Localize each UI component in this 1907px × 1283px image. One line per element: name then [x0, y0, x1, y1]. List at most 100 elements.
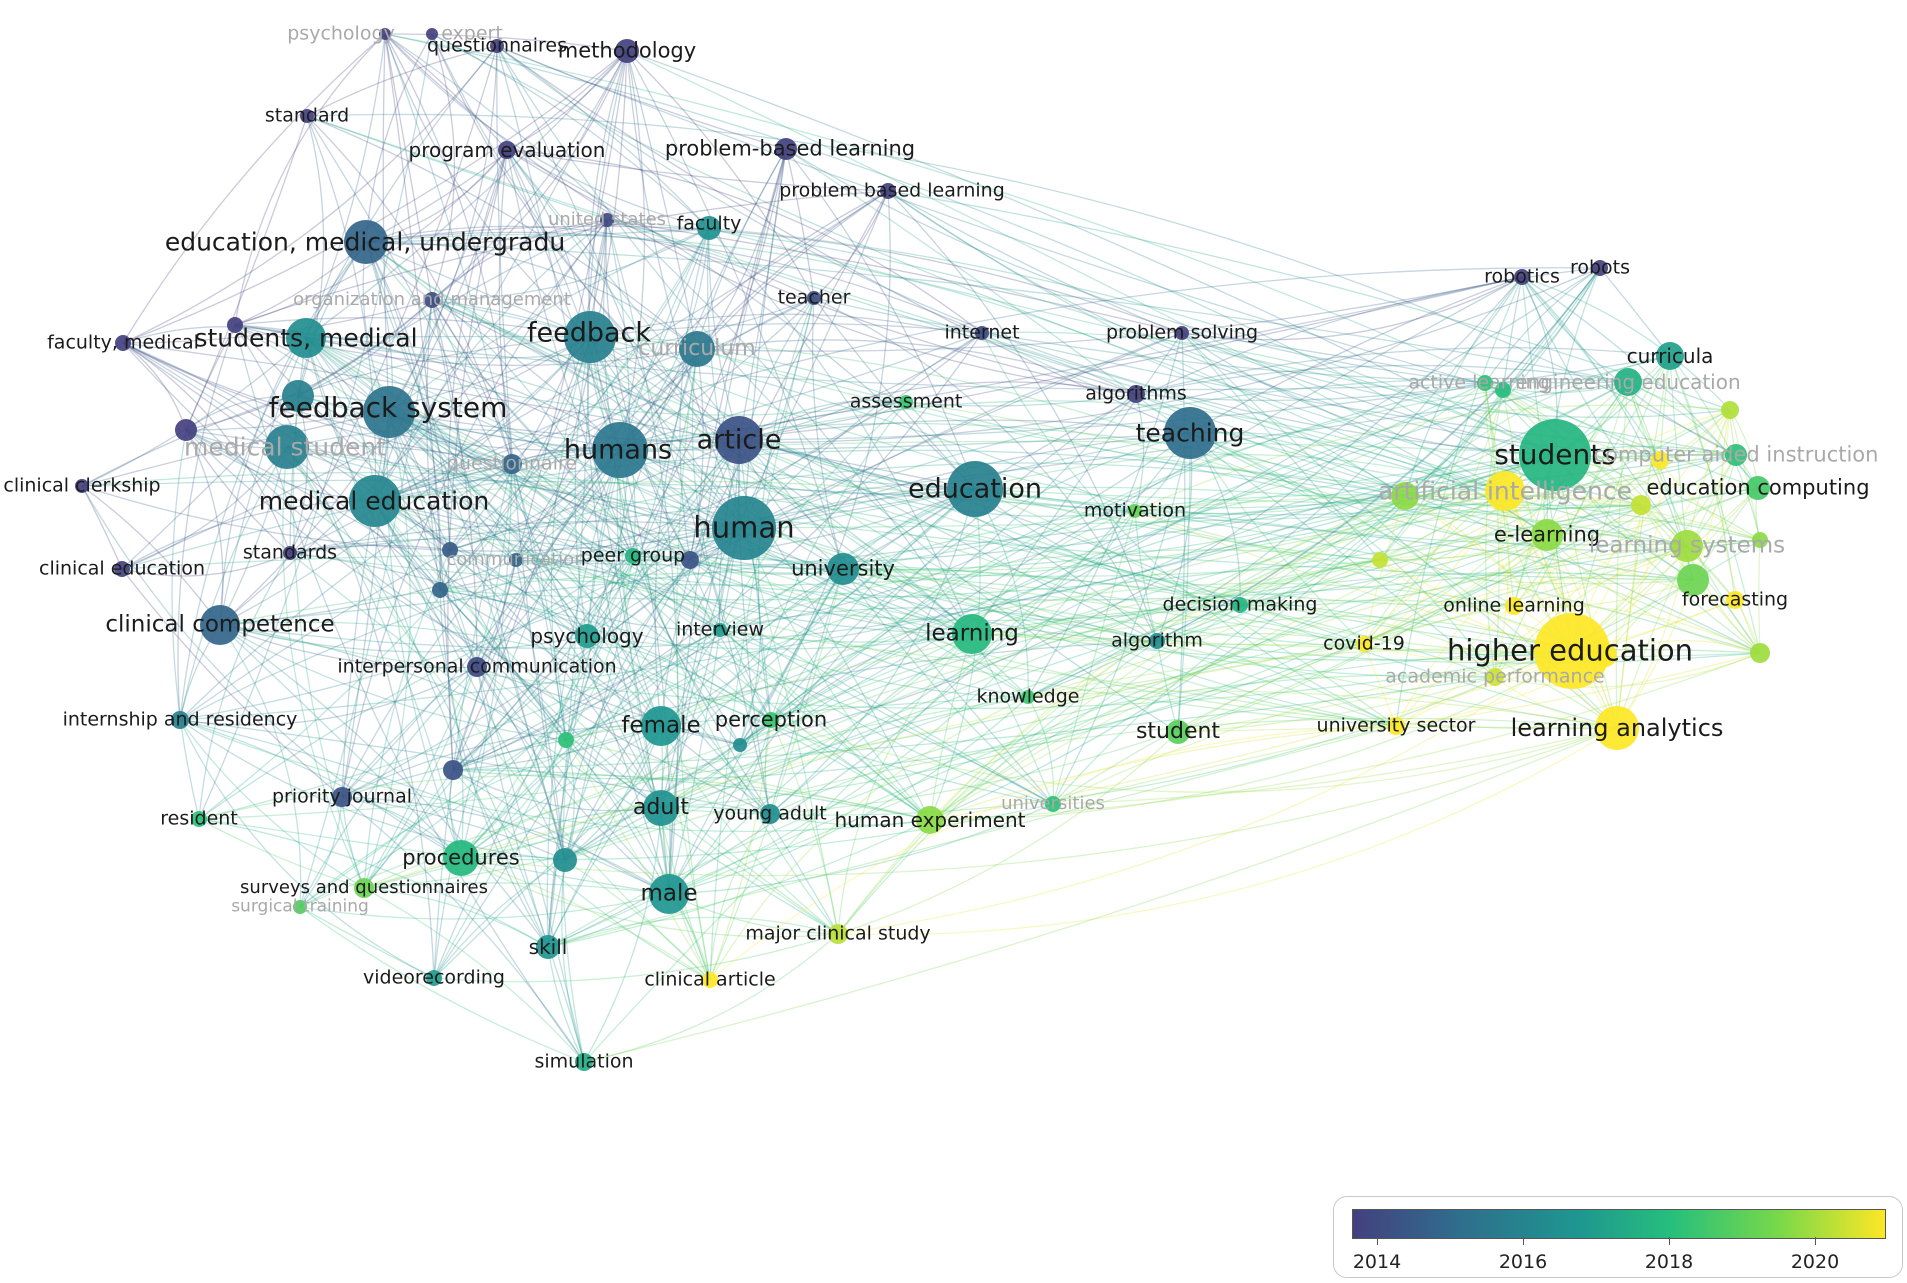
keyword-label-humans[interactable]: humans: [563, 434, 673, 466]
keyword-node-clinical-education[interactable]: [114, 561, 130, 577]
keyword-label-clinical-article[interactable]: clinical article: [644, 968, 776, 991]
keyword-node-videorecording[interactable]: [426, 970, 442, 986]
keyword-label-clinical-competence[interactable]: clinical competence: [105, 611, 335, 638]
keyword-label-problem-based-learning-h[interactable]: problem-based learning: [664, 136, 916, 161]
keyword-node-questionnaire[interactable]: [502, 454, 522, 474]
keyword-label-artificial-intelligence[interactable]: artificial intelligence: [1377, 476, 1633, 506]
keyword-node-internet[interactable]: [975, 326, 989, 340]
keyword-node-major-clinical-study[interactable]: [828, 924, 848, 944]
keyword-label-university[interactable]: university: [791, 556, 895, 581]
keyword-label-problem-solving[interactable]: problem solving: [1105, 321, 1259, 344]
keyword-node-communication[interactable]: [509, 553, 523, 567]
keyword-label-united-states[interactable]: united states: [547, 209, 667, 230]
keyword-node-surveys[interactable]: [354, 878, 374, 898]
keyword-node-algorithms[interactable]: [1127, 385, 1145, 403]
keyword-node-humans[interactable]: [592, 422, 648, 478]
keyword-node-medical-education[interactable]: [349, 475, 401, 527]
keyword-node-higher-education[interactable]: [1534, 613, 1610, 689]
keyword-label-adult[interactable]: adult: [632, 795, 690, 820]
keyword-node-surgical-training[interactable]: [293, 900, 307, 914]
keyword-node-internship[interactable]: [171, 711, 189, 729]
keyword-label-questionnaire[interactable]: questionnaire: [446, 452, 578, 475]
keyword-node-e-learning[interactable]: [1531, 519, 1563, 551]
keyword-label-decision-making[interactable]: decision making: [1162, 593, 1318, 616]
keyword-label-education[interactable]: education: [908, 473, 1042, 505]
keyword-label-forecasting[interactable]: forecasting: [1681, 588, 1789, 611]
keyword-node-article[interactable]: [715, 416, 763, 464]
keyword-node-human-experiment[interactable]: [916, 806, 944, 834]
keyword-label-teaching[interactable]: teaching: [1135, 418, 1245, 448]
keyword-label-internship[interactable]: internship and residency: [62, 708, 298, 731]
keyword-label-procedures[interactable]: procedures: [402, 845, 520, 870]
keyword-label-medical-student[interactable]: medical student: [183, 432, 387, 462]
keyword-label-faculty[interactable]: faculty: [676, 212, 742, 235]
keyword-label-robots[interactable]: robots: [1569, 256, 1631, 279]
keyword-label-problem-based-learning[interactable]: problem based learning: [779, 179, 1005, 202]
keyword-node-expert[interactable]: [426, 28, 438, 40]
keyword-label-female[interactable]: female: [621, 712, 701, 739]
keyword-label-university-sector[interactable]: university sector: [1316, 714, 1476, 737]
keyword-node-psychology2[interactable]: [575, 624, 599, 648]
keyword-label-major-clinical-study[interactable]: major clinical study: [745, 922, 931, 945]
keyword-label-students[interactable]: students: [1494, 438, 1616, 471]
keyword-node-skill[interactable]: [536, 935, 560, 959]
keyword-label-interpersonal-communication[interactable]: interpersonal communication: [337, 655, 617, 678]
keyword-label-human[interactable]: human: [693, 510, 795, 545]
keyword-node-active-learning[interactable]: [1477, 375, 1493, 391]
keyword-label-standards[interactable]: standards: [242, 541, 338, 564]
keyword-node-adult[interactable]: [643, 790, 679, 826]
keyword-label-internet[interactable]: internet: [944, 321, 1020, 344]
keyword-node-female[interactable]: [641, 706, 681, 746]
keyword-label-active-learning[interactable]: active learning: [1408, 371, 1550, 394]
keyword-node-teacher[interactable]: [807, 291, 821, 305]
keyword-node-algorithm[interactable]: [1149, 633, 1165, 649]
keyword-node-procedures[interactable]: [443, 840, 479, 876]
keyword-node-students[interactable]: [1519, 419, 1591, 491]
keyword-label-article[interactable]: article: [696, 424, 782, 456]
keyword-node-knowledge[interactable]: [1021, 690, 1035, 704]
keyword-node-resident[interactable]: [191, 811, 207, 827]
keyword-node-learning[interactable]: [952, 614, 992, 654]
keyword-node-education[interactable]: [947, 461, 1003, 517]
keyword-node-edu-med-ug[interactable]: [344, 220, 388, 264]
keyword-label-higher-education[interactable]: higher education: [1446, 633, 1694, 668]
keyword-label-resident[interactable]: resident: [160, 807, 238, 830]
keyword-node-student[interactable]: [1166, 720, 1190, 744]
keyword-node-students-medical[interactable]: [286, 318, 326, 358]
keyword-label-priority-journal[interactable]: priority journal: [272, 785, 412, 808]
keyword-label-human-experiment[interactable]: human experiment: [834, 808, 1026, 832]
keyword-node-curriculum[interactable]: [679, 331, 715, 367]
keyword-node-robots[interactable]: [1592, 260, 1608, 276]
keyword-node-methodology[interactable]: [615, 39, 639, 63]
keyword-label-education-computing[interactable]: education computing: [1646, 475, 1870, 500]
keyword-label-videorecording[interactable]: videorecording: [363, 966, 505, 989]
keyword-label-e-learning[interactable]: e-learning: [1493, 522, 1601, 547]
keyword-node-artificial-intelligence[interactable]: [1485, 471, 1525, 511]
keyword-node-clinical-article[interactable]: [702, 972, 718, 988]
keyword-label-psychology2[interactable]: psychology: [530, 624, 644, 648]
keyword-node-org-mgmt[interactable]: [424, 292, 440, 308]
keyword-label-engineering-education[interactable]: engineering education: [1515, 370, 1741, 394]
keyword-label-medical-education[interactable]: medical education: [258, 486, 490, 516]
keyword-label-surgical-training[interactable]: surgical training: [231, 896, 369, 917]
keyword-label-assessment[interactable]: assessment: [849, 390, 963, 413]
keyword-node-united-states[interactable]: [600, 213, 614, 227]
keyword-label-feedback-system[interactable]: feedback system: [268, 391, 508, 424]
keyword-node-computer-aided[interactable]: [1725, 444, 1747, 466]
keyword-label-questionnaires[interactable]: questionnaires: [426, 34, 568, 57]
keyword-label-robotics[interactable]: robotics: [1484, 265, 1560, 288]
keyword-label-simulation[interactable]: simulation: [534, 1050, 634, 1073]
keyword-label-male[interactable]: male: [640, 880, 698, 907]
keyword-node-education-computing[interactable]: [1746, 476, 1770, 500]
keyword-node-motivation[interactable]: [1128, 504, 1142, 518]
keyword-node-curricula[interactable]: [1656, 342, 1684, 370]
keyword-node-faculty[interactable]: [697, 216, 721, 240]
keyword-node-teaching[interactable]: [1164, 407, 1216, 459]
keyword-node-interview[interactable]: [713, 623, 727, 637]
keyword-label-standard[interactable]: standard: [264, 104, 350, 127]
keyword-label-org-mgmt[interactable]: organization and management: [293, 289, 571, 310]
keyword-node-university-sector[interactable]: [1387, 717, 1405, 735]
keyword-node-universities[interactable]: [1045, 796, 1061, 812]
keyword-label-learning-systems[interactable]: learning systems: [1588, 532, 1786, 559]
keyword-node-assessment[interactable]: [899, 395, 913, 409]
